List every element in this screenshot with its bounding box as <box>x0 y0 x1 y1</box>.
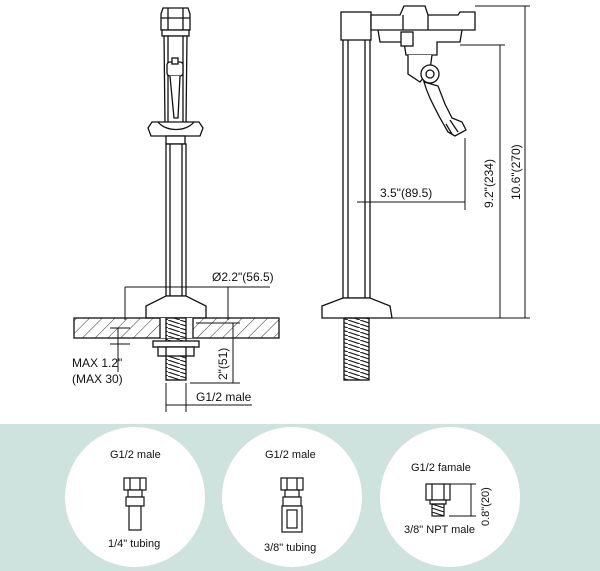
shank-length-label: 2"(51) <box>216 348 230 380</box>
side-dimension-lines <box>357 5 530 319</box>
reach-label: 3.5"(89.5) <box>380 186 432 200</box>
front-dimension-lines <box>110 286 270 412</box>
connector-option-3: G1/2 famale 0.8"(20) 3/8" NPT male <box>380 427 520 567</box>
connector-3-bottom: 3/8" NPT male <box>404 524 475 536</box>
connector-2-top: G1/2 male <box>265 449 316 461</box>
side-view <box>321 5 476 381</box>
stem-diameter-label: Ø2.2"(56.5) <box>212 270 274 284</box>
front-view <box>73 7 280 381</box>
connector-option-2: G1/2 male 3/8" tubing <box>222 427 362 567</box>
thread-base-label: G1/2 male <box>196 390 252 404</box>
spout-height-label: 9.2"(234) <box>482 159 496 208</box>
total-height-label: 10.6"(270) <box>509 144 523 200</box>
max-thickness-line2: (MAX 30) <box>72 372 123 386</box>
connector-3-top: G1/2 famale <box>411 462 471 474</box>
connector-1-bottom: 1/4" tubing <box>108 538 160 550</box>
connector-option-1: G1/2 male 1/4" tubing <box>65 427 205 567</box>
connector-2-bottom: 3/8" tubing <box>264 542 316 554</box>
connector-3-side: 0.8"(20) <box>480 487 492 526</box>
connector-1-top: G1/2 male <box>110 449 161 461</box>
max-thickness-line1: MAX 1.2" <box>72 356 122 370</box>
